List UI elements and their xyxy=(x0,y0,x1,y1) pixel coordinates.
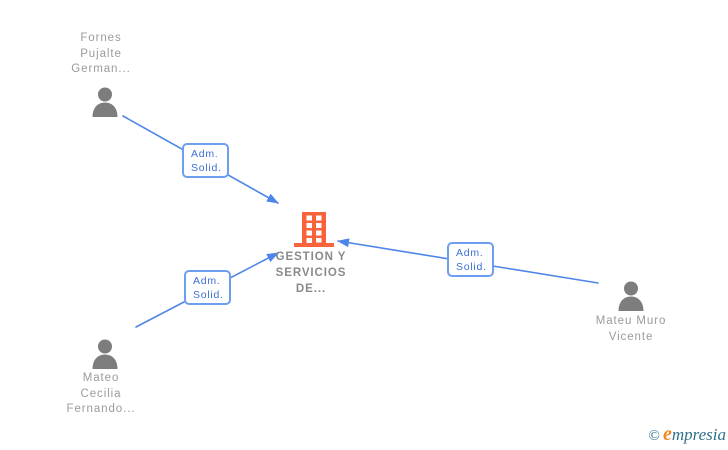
person-name-line: Cecilia xyxy=(80,387,122,400)
person-name-line: Vicente xyxy=(608,330,654,343)
person-name-line: Mateu Muro xyxy=(595,315,667,327)
edge-label-line: Adm. xyxy=(193,275,221,287)
edge-label-line: Solid. xyxy=(193,289,224,301)
person-name-line: Mateo xyxy=(82,372,120,384)
edge-label-line: Adm. xyxy=(191,148,219,160)
empresia-logo[interactable]: © e mpresia xyxy=(649,423,726,446)
company-name-line: SERVICIOS xyxy=(275,267,347,279)
person-name: Mateo Cecilia Fernando... xyxy=(26,371,176,418)
edge-label-adm-solid-bottom: Adm. Solid. xyxy=(184,270,231,305)
person-icon[interactable] xyxy=(92,339,118,369)
brand-text: mpresia xyxy=(671,425,726,444)
person-icon[interactable] xyxy=(92,87,118,117)
edge-label-adm-solid-right: Adm. Solid. xyxy=(447,242,494,277)
building-icon[interactable] xyxy=(292,211,336,248)
edge-label-line: Solid. xyxy=(456,261,487,273)
person-name-line: German... xyxy=(71,63,131,75)
person-name-line: Fornes xyxy=(80,32,122,44)
company-name-line: DE... xyxy=(295,283,327,295)
person-name-line: Fernando... xyxy=(66,403,136,415)
copyright-symbol: © xyxy=(648,428,660,444)
edge-label-line: Adm. xyxy=(456,247,484,259)
edge-label-adm-solid-top: Adm. Solid. xyxy=(182,143,229,178)
person-name-line: Pujalte xyxy=(80,47,122,60)
company-name-line: GESTION Y xyxy=(275,251,347,263)
edge-label-line: Solid. xyxy=(191,162,222,174)
company-name: GESTION Y SERVICIOS DE... xyxy=(236,249,386,297)
person-name: Mateu Muro Vicente xyxy=(556,314,706,345)
person-icon[interactable] xyxy=(618,281,644,311)
brand-letter-e: e xyxy=(662,423,672,445)
person-name: Fornes Pujalte German... xyxy=(26,31,176,78)
